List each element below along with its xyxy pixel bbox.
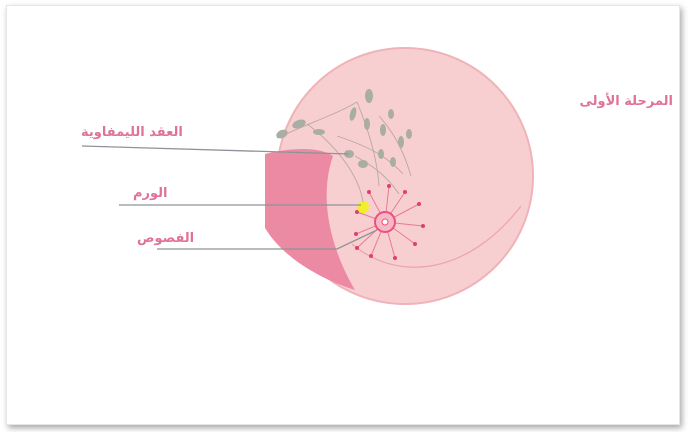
breast-cross-section-illustration [7,6,680,425]
tumor-label: الورم [133,186,168,201]
lymph-nodes-label: العقد الليمفاوية [81,125,183,140]
diagram-card: المرحلة الأولى العقد الليمفاوية الورم ال… [6,5,680,425]
nipple-center [382,219,388,225]
tumor-dot [357,201,369,213]
stage-label: المرحلة الأولى [580,94,673,109]
lobes-label: الفصوص [137,231,194,246]
